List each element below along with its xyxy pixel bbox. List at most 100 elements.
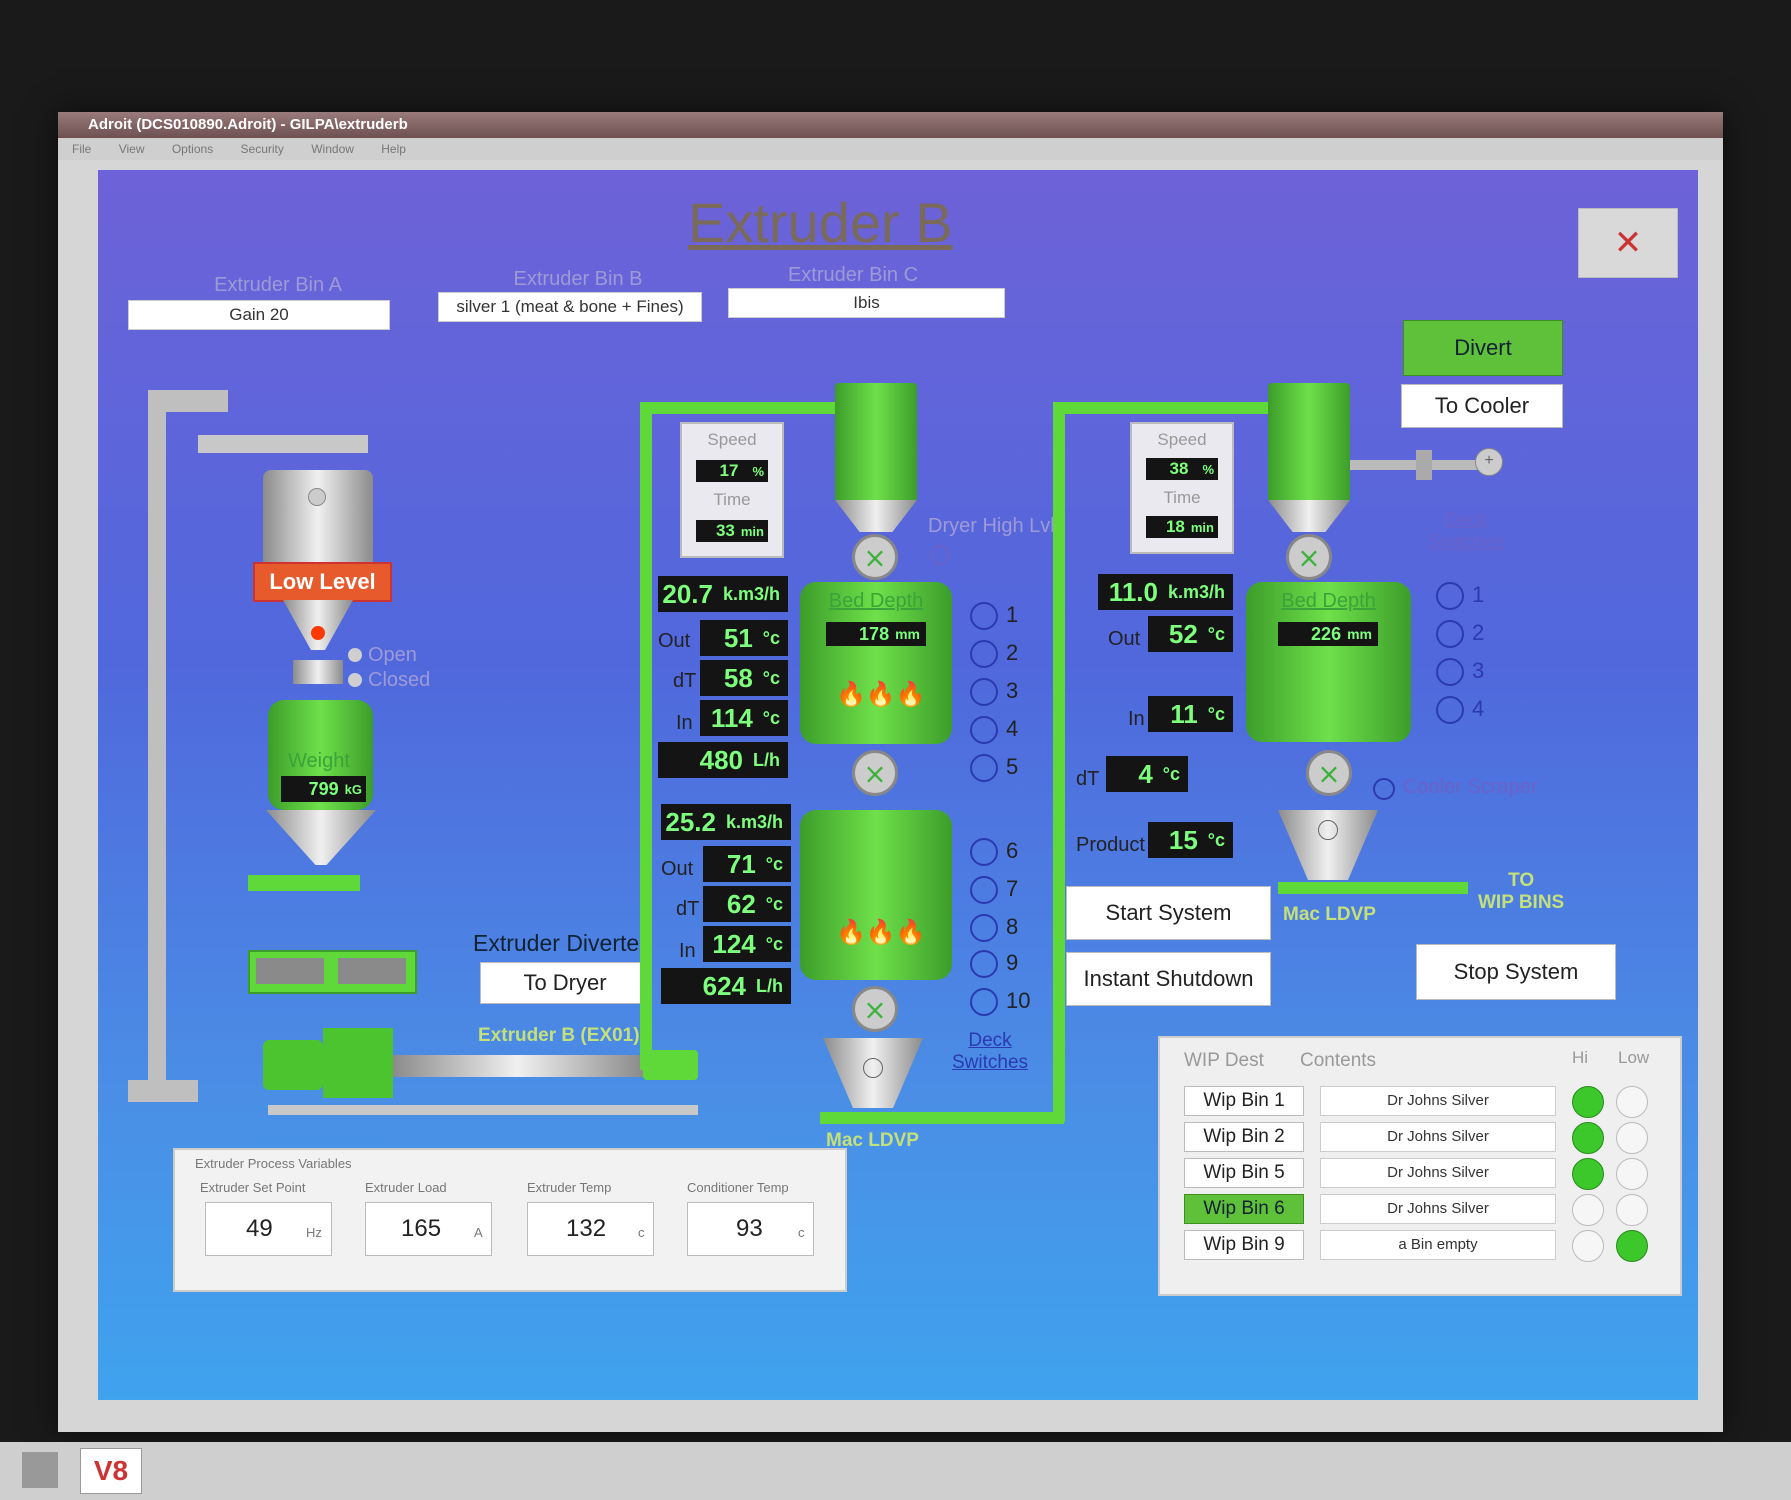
cooler-deck-number-1: 1 bbox=[1472, 582, 1485, 607]
extruder-motor bbox=[263, 1040, 323, 1090]
taskbar-app-icon[interactable]: V8 bbox=[80, 1448, 142, 1494]
dryer-deck-number-9: 9 bbox=[1006, 950, 1019, 975]
conditioner-panel-right bbox=[338, 958, 406, 984]
pipe-dryer-to-cooler-top bbox=[1053, 402, 1273, 414]
dryer-lower-lph-value: 624 bbox=[702, 970, 746, 1001]
cooler-product-value: 15 bbox=[1168, 824, 1198, 855]
stop-system-button[interactable]: Stop System bbox=[1416, 944, 1616, 1000]
wip-bin-2-contents: Dr Johns Silver bbox=[1320, 1122, 1556, 1152]
wip-bin-1-low-lamp bbox=[1616, 1086, 1648, 1118]
menu-file[interactable]: File bbox=[72, 142, 92, 156]
dryer-upper-vessel bbox=[800, 582, 952, 744]
dryer-speed-unit: % bbox=[752, 463, 764, 479]
menu-help[interactable]: Help bbox=[381, 142, 406, 156]
bin-a-field[interactable]: Gain 20 bbox=[128, 300, 390, 330]
cooler-deck-switch-3 bbox=[1436, 658, 1464, 686]
page-title: Extruder B bbox=[688, 191, 953, 254]
wip-bin-9-button[interactable]: Wip Bin 9 bbox=[1184, 1230, 1304, 1260]
menu-security[interactable]: Security bbox=[240, 142, 284, 156]
process-item-3-label: Extruder Temp bbox=[527, 1180, 612, 1195]
cooler-bed-depth-unit: mm bbox=[1347, 626, 1372, 642]
dryer-deck-number-8: 8 bbox=[1006, 914, 1019, 939]
dryer-lower-dt-unit: °c bbox=[765, 893, 783, 914]
cooler-deck-number-3: 3 bbox=[1472, 658, 1485, 683]
cooler-flow-value: 11.0 bbox=[1108, 576, 1158, 607]
taskbar-start-icon[interactable] bbox=[22, 1452, 58, 1488]
process-item-2-label: Extruder Load bbox=[365, 1180, 447, 1195]
cooler-time-value: 18 bbox=[1165, 517, 1185, 536]
bin-c-field[interactable]: Ibis bbox=[728, 288, 1005, 318]
dryer-upper-in-label: In bbox=[676, 712, 693, 734]
extruder-base bbox=[268, 1105, 698, 1115]
dryer-upper-in-value: 114 bbox=[710, 702, 753, 733]
dryer-upper-flow-value: 20.7 bbox=[662, 578, 713, 609]
dryer-rotary-valve-1: ⨯ bbox=[852, 534, 898, 580]
process-item-2-unit: A bbox=[474, 1225, 483, 1240]
cooler-out-value: 52 bbox=[1168, 618, 1198, 649]
menu-view[interactable]: View bbox=[118, 142, 145, 156]
menu-options[interactable]: Options bbox=[171, 142, 214, 156]
cooler-cyclone bbox=[1268, 383, 1350, 503]
dryer-lower-out-readout: 71°c bbox=[703, 846, 791, 882]
bin-b-field[interactable]: silver 1 (meat & bone + Fines) bbox=[438, 292, 702, 322]
pipe-to-dryer-vertical bbox=[640, 410, 652, 1070]
process-item-4-value: 93 bbox=[736, 1215, 763, 1242]
support-column bbox=[148, 390, 166, 1090]
divert-button[interactable]: Divert bbox=[1403, 320, 1563, 376]
open-label: Open bbox=[368, 644, 417, 666]
dryer-deck-number-6: 6 bbox=[1006, 838, 1019, 863]
instant-shutdown-button[interactable]: Instant Shutdown bbox=[1066, 952, 1271, 1006]
cooler-product-unit: °c bbox=[1207, 829, 1225, 850]
menu-window[interactable]: Window bbox=[311, 142, 354, 156]
dryer-deck-number-2: 2 bbox=[1006, 640, 1019, 665]
close-button[interactable]: ✕ bbox=[1578, 208, 1678, 278]
dryer-bed-depth-label: Bed Depth bbox=[828, 590, 924, 612]
dryer-deck-switch-2 bbox=[970, 640, 998, 668]
to-cooler-button[interactable]: To Cooler bbox=[1401, 384, 1563, 428]
cooler-time-unit: min bbox=[1190, 519, 1214, 535]
dryer-lower-flow-value: 25.2 bbox=[665, 806, 716, 837]
hopper-cone bbox=[283, 600, 353, 650]
dryer-deck-switches-link[interactable]: Deck Switches bbox=[951, 1030, 1029, 1073]
process-item-1-label: Extruder Set Point bbox=[200, 1180, 306, 1195]
wip-bin-6-contents: Dr Johns Silver bbox=[1320, 1194, 1556, 1224]
start-system-button[interactable]: Start System bbox=[1066, 886, 1271, 940]
dryer-high-lvl-indicator bbox=[930, 545, 950, 565]
support-top bbox=[148, 390, 228, 412]
weigh-cone bbox=[266, 810, 376, 865]
wip-bin-1-button[interactable]: Wip Bin 1 bbox=[1184, 1086, 1304, 1116]
cooler-out-readout: 52°c bbox=[1148, 616, 1233, 652]
hopper-platform bbox=[198, 435, 368, 453]
cooler-fan-arm bbox=[1350, 460, 1480, 470]
weight-unit: kG bbox=[344, 781, 362, 797]
cooler-deck-switches-link[interactable]: Deck Switches bbox=[1427, 510, 1505, 553]
weight-label: Weight bbox=[288, 750, 350, 772]
open-indicator bbox=[348, 648, 362, 662]
wip-panel: WIP Dest Contents Hi Low Wip Bin 1 Dr Jo… bbox=[1158, 1036, 1682, 1296]
dryer-upper-dt-unit: °c bbox=[762, 667, 780, 688]
pipe-cooler-to-wip bbox=[1278, 882, 1468, 894]
dryer-deck-switch-9 bbox=[970, 950, 998, 978]
process-item-4-box: 93 c bbox=[687, 1202, 814, 1256]
extruder-die bbox=[643, 1050, 698, 1080]
cooler-bed-depth-value: 226 bbox=[1311, 623, 1342, 644]
extruder-barrel bbox=[393, 1055, 643, 1077]
wip-bin-2-button[interactable]: Wip Bin 2 bbox=[1184, 1122, 1304, 1152]
dryer-deck-switch-7 bbox=[970, 876, 998, 904]
wip-bin-9-low-lamp bbox=[1616, 1230, 1648, 1262]
cooler-rotary-valve-1: ⨯ bbox=[1286, 534, 1332, 580]
bin-a-label: Extruder Bin A bbox=[214, 274, 342, 296]
cooler-rotary-valve-2: ⨯ bbox=[1306, 750, 1352, 796]
to-dryer-button[interactable]: To Dryer bbox=[480, 962, 650, 1004]
dryer-deck-switch-3 bbox=[970, 678, 998, 706]
menubar: File View Options Security Window Help bbox=[58, 138, 1723, 160]
dryer-lower-in-label: In bbox=[679, 940, 696, 962]
dryer-lower-dt-readout: 62 °c bbox=[703, 886, 791, 922]
process-item-3-value: 132 bbox=[566, 1215, 607, 1242]
wip-bin-5-button[interactable]: Wip Bin 5 bbox=[1184, 1158, 1304, 1188]
wip-bin-6-button[interactable]: Wip Bin 6 bbox=[1184, 1194, 1304, 1224]
dryer-lower-dt-value: 62 bbox=[726, 888, 756, 919]
dryer-rotary-valve-3: ⨯ bbox=[852, 986, 898, 1032]
